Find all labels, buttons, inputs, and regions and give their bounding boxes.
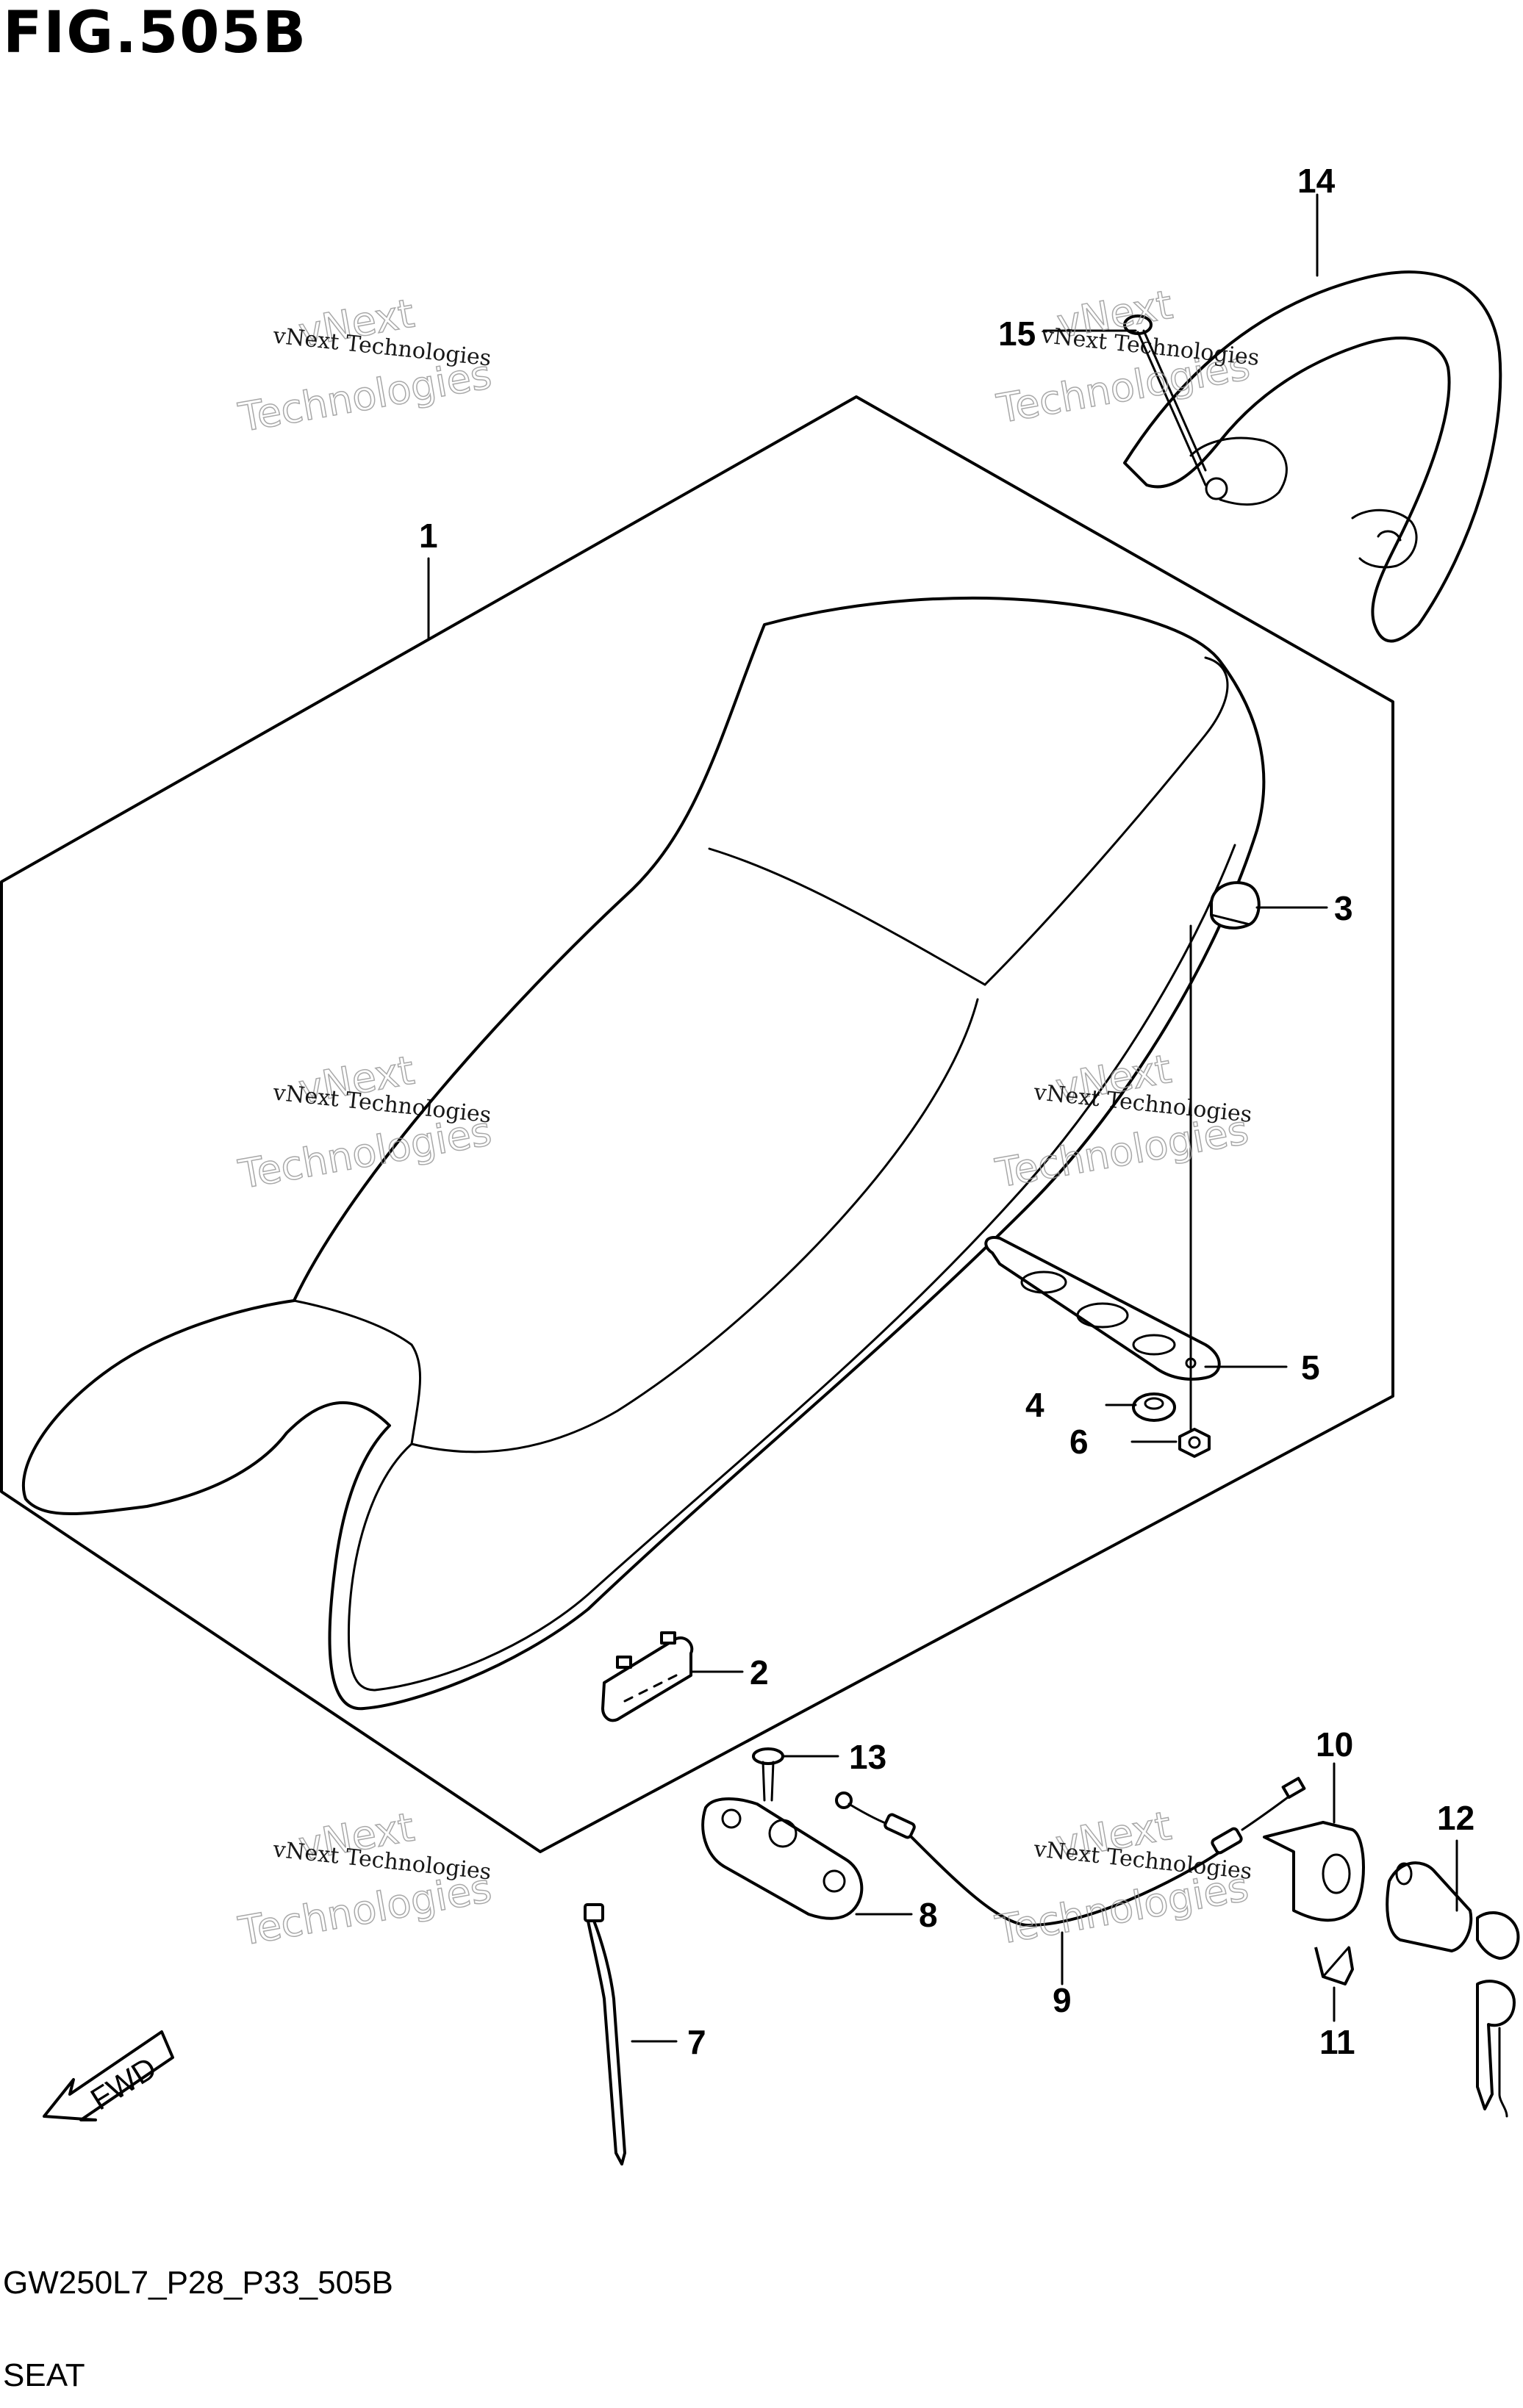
clip-part-11 bbox=[1314, 1946, 1354, 1985]
clamp-part-7 bbox=[584, 1903, 626, 2166]
callout-2: 2 bbox=[750, 1653, 769, 1692]
drawing-code: GW250L7_P28_P33_505B bbox=[3, 2265, 393, 2301]
cap-part-3 bbox=[1210, 881, 1261, 930]
callout-3: 3 bbox=[1334, 889, 1353, 927]
callout-14: 14 bbox=[1297, 162, 1336, 200]
bolt-part-15 bbox=[1123, 315, 1207, 486]
callout-4: 4 bbox=[1025, 1386, 1044, 1424]
forward-arrow-label: FWD bbox=[85, 2050, 162, 2117]
forward-arrow: FWD bbox=[43, 2030, 174, 2121]
callout-5: 5 bbox=[1301, 1348, 1320, 1387]
callout-7: 7 bbox=[687, 2023, 706, 2061]
screw-part-13 bbox=[752, 1747, 784, 1802]
diagram-caption: SEAT bbox=[3, 2357, 85, 2393]
lock-set-part-12 bbox=[1386, 1861, 1520, 2118]
seat-part-1 bbox=[21, 596, 1266, 1711]
cable-part-9 bbox=[835, 1777, 1306, 1927]
cushion-part-2 bbox=[601, 1631, 694, 1722]
callout-12: 12 bbox=[1437, 1799, 1474, 1837]
seat-boundary bbox=[0, 395, 1394, 1853]
callout-6: 6 bbox=[1069, 1423, 1089, 1461]
bracket-part-5 bbox=[984, 1236, 1221, 1381]
washer-part-4 bbox=[1132, 1392, 1176, 1422]
leader-lines bbox=[427, 193, 1458, 2043]
figure-title: FIG.505B bbox=[3, 0, 308, 66]
callout-13: 13 bbox=[849, 1738, 886, 1776]
callout-15: 15 bbox=[998, 315, 1036, 353]
holder-part-10 bbox=[1263, 1821, 1365, 1922]
seat-lock-part-8 bbox=[701, 1797, 864, 1920]
callout-1: 1 bbox=[419, 517, 438, 555]
callout-11: 11 bbox=[1319, 2023, 1355, 2061]
callout-10: 10 bbox=[1316, 1725, 1353, 1764]
callout-9: 9 bbox=[1053, 1981, 1072, 2019]
grab-rail-part-14 bbox=[1123, 270, 1502, 643]
nut-part-6 bbox=[1178, 1428, 1211, 1458]
callout-8: 8 bbox=[919, 1896, 938, 1934]
